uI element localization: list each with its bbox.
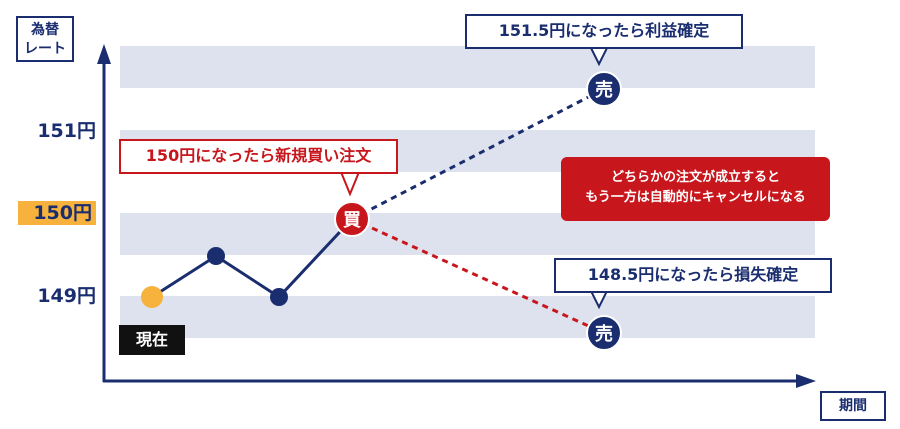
x-axis-title: 期間 xyxy=(820,391,886,421)
price-path-line xyxy=(151,217,354,299)
sell-profit-marker-text: 売 xyxy=(595,79,613,101)
new-buy-callout: 150円になったら新規買い注文 xyxy=(119,139,398,174)
oco-cancel-note: どちらかの注文が成立すると もう一方は自動的にキャンセルになる xyxy=(561,157,830,221)
sell-loss-marker-circle xyxy=(586,315,622,351)
price-point-dot-1 xyxy=(207,247,225,265)
price-point-dot-2 xyxy=(270,288,288,306)
sell-profit-branch-line xyxy=(351,87,605,221)
current-price-dot xyxy=(141,286,163,308)
stop-loss-callout: 148.5円になったら損失確定 xyxy=(554,258,832,293)
y-axis-title-line-1: 為替 xyxy=(31,22,59,38)
y-axis-title-line-2: レート xyxy=(24,41,66,57)
oco-cancel-note-line-2: もう一方は自動的にキャンセルになる xyxy=(585,190,806,205)
oco-cancel-note-line-1: どちらかの注文が成立すると xyxy=(610,170,780,185)
buy-marker-circle xyxy=(334,201,370,237)
current-label: 現在 xyxy=(119,325,185,355)
y-axis-title: 為替 レート xyxy=(16,16,74,62)
new-buy-callout-pointer xyxy=(339,171,361,197)
sell-loss-marker-text: 売 xyxy=(595,323,613,345)
buy-marker-text: 買 xyxy=(343,210,361,231)
take-profit-callout: 151.5円になったら利益確定 xyxy=(465,14,743,49)
grid-band-4 xyxy=(120,296,815,338)
sell-loss-branch-line xyxy=(351,217,605,335)
y-tick-151: 151円 xyxy=(37,120,96,142)
y-axis-arrowhead xyxy=(97,44,111,64)
x-axis-arrowhead xyxy=(796,374,816,388)
sell-profit-marker-circle xyxy=(586,71,622,107)
y-tick-149: 149円 xyxy=(37,285,96,307)
grid-band-1 xyxy=(120,46,815,88)
y-tick-150-highlighted: 150円 xyxy=(18,201,96,225)
